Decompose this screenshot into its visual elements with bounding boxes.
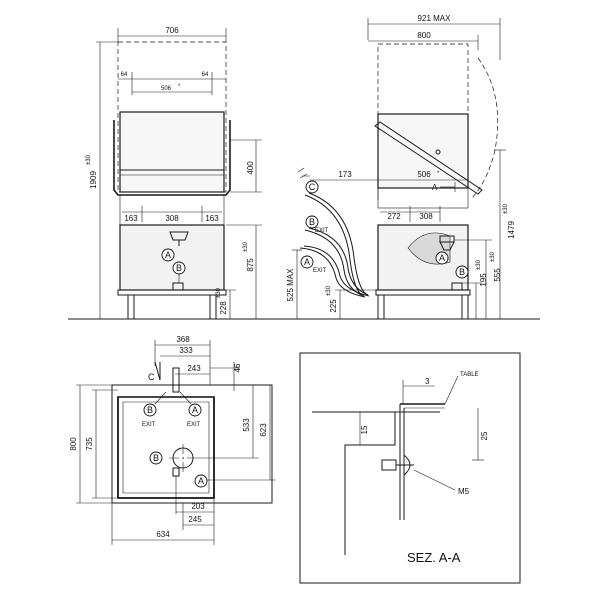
side-inner-506: 506	[417, 170, 431, 179]
plan-depth-800: 800	[69, 437, 78, 451]
side-handle-bar	[374, 121, 483, 195]
side-seg-272: 272	[387, 212, 401, 221]
front-rack-height-875: 875	[246, 258, 255, 272]
side-offset-173: 173	[338, 170, 352, 179]
plan-depth-533: 533	[242, 418, 251, 432]
section-title: SEZ. A-A	[407, 550, 461, 565]
side-door-swing-arc	[471, 57, 499, 199]
side-pipe-b-tag	[305, 215, 319, 229]
side-pipe-a-exit: EXIT	[313, 268, 327, 274]
front-total-height-tol: ±30	[86, 154, 92, 165]
front-inner-506: 506	[161, 86, 172, 92]
svg-text:A: A	[192, 405, 198, 415]
front-view: 706 64 64 506 * 163 308 163	[86, 26, 262, 320]
front-foot-height-tol: ±30	[216, 287, 222, 298]
front-seg-308: 308	[165, 214, 179, 223]
svg-text:C: C	[309, 182, 316, 192]
side-open-height-1479: 1479	[507, 221, 516, 239]
svg-text:A: A	[165, 250, 171, 260]
plan-a-exit-label: EXIT	[187, 422, 201, 428]
plan-a-tag	[194, 474, 208, 488]
front-hood	[119, 111, 225, 193]
side-height-225-tol: ±30	[326, 285, 332, 296]
plan-depth-735: 735	[85, 437, 94, 451]
side-max-525: 525 MAX	[286, 268, 295, 302]
side-width-800: 800	[417, 31, 431, 40]
side-section-arrow-a: A	[432, 183, 438, 192]
svg-text:B: B	[153, 453, 159, 463]
plan-b-exit-label: EXIT	[142, 422, 156, 428]
section-screw-m5: M5	[458, 487, 470, 496]
plan-width-634: 634	[156, 530, 170, 539]
hose-c	[304, 194, 363, 296]
svg-text:*: *	[437, 171, 440, 177]
side-height-555: 555	[493, 268, 502, 282]
side-seg-308: 308	[419, 212, 433, 221]
section-table-label: TABLE	[460, 372, 479, 378]
side-height-195: 195	[479, 273, 488, 287]
plan-view: 368 333 243 46 C B EXIT A EXIT	[69, 335, 276, 545]
section-screw-head	[381, 459, 397, 471]
plan-b-exit-tag	[143, 403, 157, 417]
svg-text:A: A	[198, 476, 204, 486]
side-pipe-b-exit: EXIT	[315, 228, 329, 234]
section-a-a: TABLE 3 15 25 M5 SEZ. A-A	[299, 352, 521, 584]
svg-text:A: A	[439, 253, 445, 263]
plan-width-333: 333	[179, 346, 193, 355]
svg-text:B: B	[459, 267, 465, 277]
side-pipe-a-tag	[300, 255, 314, 269]
front-seg-163-right: 163	[205, 214, 219, 223]
front-leg-right-64: 64	[202, 72, 209, 78]
section-profile	[399, 404, 405, 520]
plan-depth-46: 46	[233, 363, 242, 372]
side-leg-right	[461, 294, 469, 320]
front-hood-opening-400: 400	[246, 161, 255, 175]
side-leg-left	[377, 294, 385, 320]
front-width-706: 706	[165, 26, 179, 35]
side-width-921-max: 921 MAX	[418, 14, 452, 23]
front-leg-left-64: 64	[121, 72, 128, 78]
front-marker-a	[161, 248, 175, 262]
side-open-height-tol: ±30	[503, 203, 509, 214]
plan-depth-623: 623	[259, 423, 268, 437]
front-rack-height-tol: ±30	[243, 241, 249, 252]
section-dim-15: 15	[360, 425, 369, 434]
side-marker-a	[435, 251, 449, 265]
side-height-555-tol: ±30	[490, 251, 496, 262]
svg-text:B: B	[309, 217, 315, 227]
plan-b-tag	[149, 451, 163, 465]
plan-width-203: 203	[191, 502, 205, 511]
side-height-195-tol: ±30	[476, 259, 482, 270]
front-total-height-1909: 1909	[89, 171, 98, 189]
plan-width-243: 243	[187, 364, 201, 373]
plan-width-245: 245	[188, 515, 202, 524]
front-foot-height-228: 228	[219, 301, 228, 315]
front-asterisk: *	[178, 84, 181, 90]
side-height-225: 225	[329, 299, 338, 313]
side-pipe-c-tag	[305, 180, 319, 194]
svg-text:A: A	[304, 257, 310, 267]
svg-text:B: B	[147, 405, 153, 415]
side-marker-b	[455, 265, 469, 279]
plan-width-368: 368	[176, 335, 190, 344]
side-view: 921 MAX 800 173 506 * A 272 308	[286, 14, 516, 320]
section-body-wall	[344, 412, 396, 555]
svg-text:B: B	[176, 263, 182, 273]
front-seg-163-left: 163	[124, 214, 138, 223]
section-frame	[299, 352, 521, 584]
front-leg-left	[127, 294, 135, 320]
hose-a	[299, 247, 366, 298]
plan-outer-frame	[111, 384, 273, 504]
front-drain	[169, 231, 189, 241]
plan-pipe-c: C	[148, 372, 155, 382]
section-dim-25: 25	[480, 431, 489, 440]
plan-a-exit-tag	[188, 403, 202, 417]
section-dim-3: 3	[425, 377, 430, 386]
